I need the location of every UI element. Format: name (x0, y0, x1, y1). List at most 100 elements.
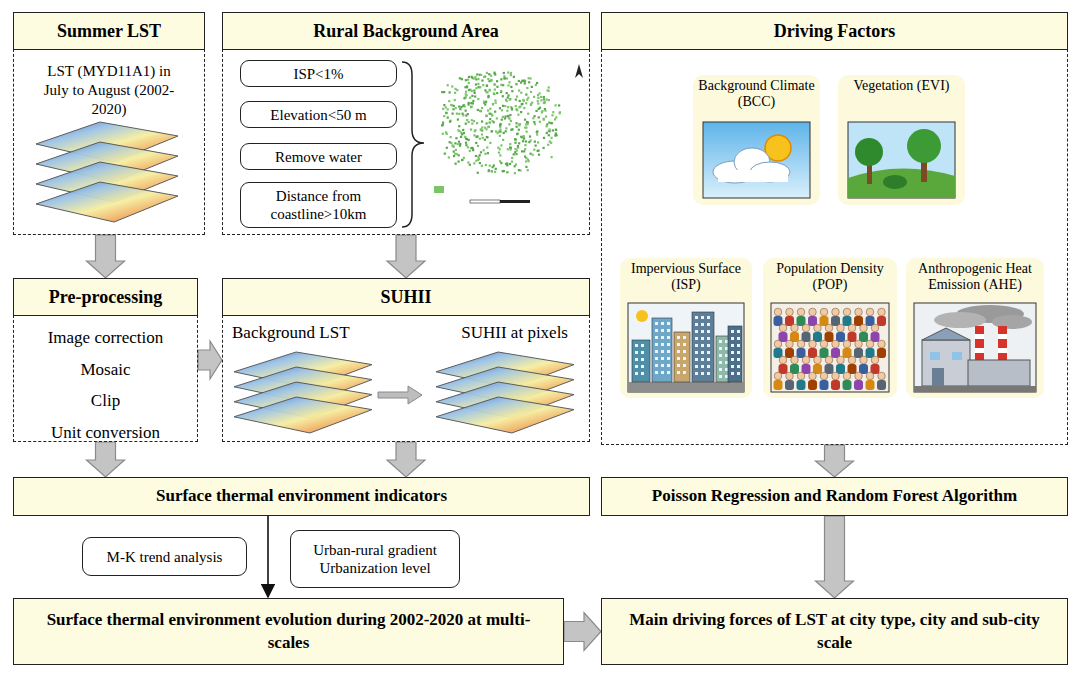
rural-area-map (543, 98, 545, 100)
population-picture (771, 303, 889, 392)
box-label: Distance from coastline>10km (247, 187, 390, 223)
crowd-symbols (843, 308, 851, 316)
building-symbols (655, 343, 658, 346)
rural-area-map (546, 98, 548, 100)
building-symbols (737, 372, 740, 375)
building-symbols (641, 365, 644, 368)
rural-area-map (525, 123, 527, 125)
impervious-picture (628, 303, 744, 392)
rural-area-map (523, 135, 525, 137)
climate-picture (703, 122, 810, 198)
box-label: Main driving forces of LST at city type,… (615, 609, 1055, 653)
climate-picture (703, 122, 810, 198)
rural-area-map (514, 148, 516, 150)
rural-area-map (480, 74, 482, 76)
rural-area-map (506, 171, 508, 173)
rural-area-map (479, 110, 481, 112)
panel-body: Image correctionMosaicClipUnit conversio… (13, 316, 198, 448)
rural-area-map (485, 114, 487, 116)
rural-area-map (463, 132, 465, 134)
rural-area-map (526, 87, 528, 89)
panel-text: SUHII at pixels (461, 323, 568, 343)
building-symbols (731, 330, 734, 333)
building-symbols (635, 372, 638, 375)
raster-layers (36, 182, 178, 222)
rural-area-map (549, 128, 551, 130)
impervious-picture (628, 382, 744, 392)
rural-area-map (466, 94, 468, 96)
rural-area-map (536, 130, 538, 132)
crowd-symbols (843, 372, 851, 380)
rural-area-map (546, 125, 548, 127)
process-box: Poisson Regression and Random Forest Alg… (601, 477, 1068, 516)
factor-card: Vegetation (EVI) (838, 75, 965, 205)
rural-area-map (481, 133, 483, 135)
building-symbols (655, 329, 658, 332)
rural-area-map (484, 89, 486, 91)
vegetation-picture (848, 122, 955, 198)
rural-area-map (515, 99, 517, 101)
rural-area-map (515, 153, 517, 155)
rural-area-map (518, 129, 520, 131)
crowd-symbols (871, 324, 879, 332)
rural-area-map (536, 82, 538, 84)
building-symbols (683, 371, 686, 374)
crowd-symbols (785, 380, 794, 390)
building-symbols (683, 343, 686, 346)
building-symbols (635, 351, 638, 354)
rural-area-map (493, 92, 495, 94)
building-symbols (695, 316, 698, 319)
rural-area-map (466, 138, 468, 140)
rural-area-map (475, 155, 477, 157)
rural-area-map (484, 103, 486, 105)
rural-area-map (534, 140, 536, 142)
rural-area-map (527, 97, 529, 99)
panel-text: Image correction (13, 322, 198, 354)
rural-area-map (481, 120, 483, 122)
panel-heading: Rural Background Area (222, 12, 590, 50)
rural-area-map (524, 155, 526, 157)
rural-area-map (486, 72, 488, 74)
rural-area-map (499, 135, 501, 137)
rural-area-map (456, 89, 458, 91)
criterion-box: Remove water (240, 143, 397, 170)
rural-area-map (511, 90, 513, 92)
rural-area-map (548, 90, 550, 92)
rural-area-map (514, 138, 516, 140)
building-symbols (667, 350, 670, 353)
rural-area-map (487, 152, 489, 154)
crowd-symbols (848, 356, 856, 364)
building-symbols (719, 375, 722, 378)
rural-area-map (518, 169, 520, 171)
rural-area-map (535, 110, 537, 112)
rural-area-map (521, 150, 523, 152)
factory-picture (952, 352, 962, 360)
block-arrow (87, 442, 125, 477)
box-label: Surface thermal environment indicators (156, 485, 447, 507)
rural-area-map (500, 78, 502, 80)
rural-area-map (525, 102, 527, 104)
rural-area-map (548, 99, 550, 101)
building-symbols (667, 343, 670, 346)
rural-area-map (459, 108, 461, 110)
rural-area-map (522, 140, 524, 142)
rural-area-map (499, 107, 501, 109)
rural-area-map (507, 96, 509, 98)
rural-area-map (477, 172, 479, 174)
population-picture (771, 303, 889, 392)
rural-area-map (544, 108, 546, 110)
rural-area-map (465, 79, 467, 81)
rural-area-map (469, 150, 471, 152)
rural-area-map (537, 100, 539, 102)
rural-area-map (487, 78, 489, 80)
rural-area-map (473, 90, 475, 92)
panel-heading: Driving Factors (601, 12, 1068, 50)
building-symbols (737, 337, 740, 340)
rural-area-map (448, 100, 450, 102)
rural-area-map (496, 117, 498, 119)
rural-area-map (445, 112, 447, 114)
crowd-symbols (820, 340, 828, 348)
rural-area-map (546, 132, 548, 134)
panel-body: Background LSTSUHII at pixels (222, 316, 590, 343)
building-symbols (725, 340, 728, 343)
